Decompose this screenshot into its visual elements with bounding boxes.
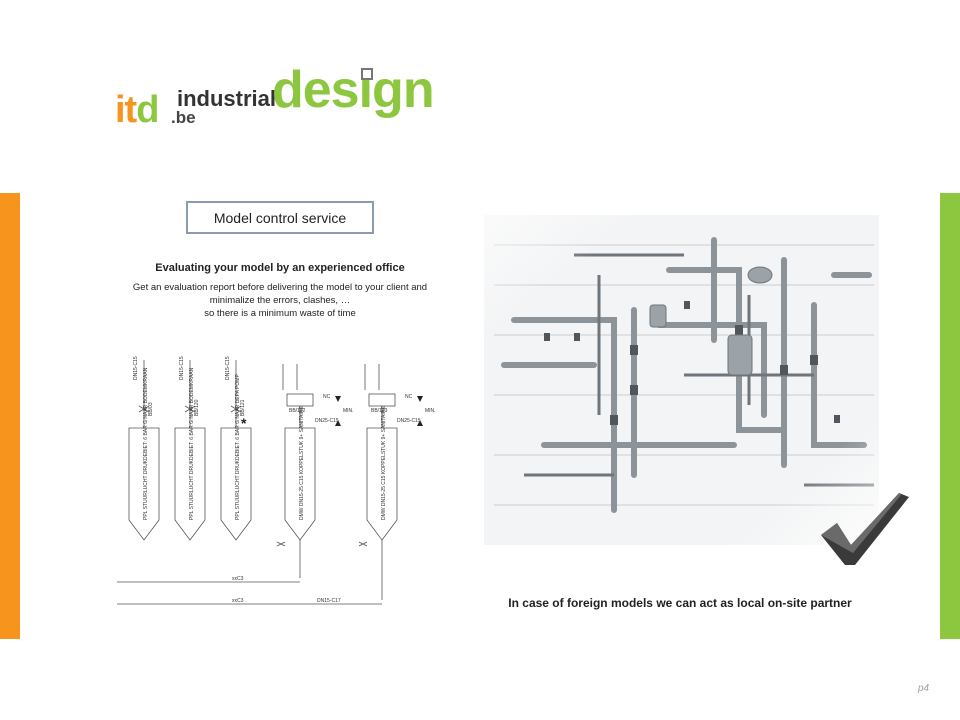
- description-line: Get an evaluation report before deliveri…: [132, 282, 428, 293]
- nc-label: NC: [323, 394, 331, 400]
- column-code: BB/121: [240, 399, 246, 416]
- column-text: PPL STUURLUCHT DRUKDEBIET: 6 BAR G NAAR …: [143, 367, 149, 520]
- min-label: MIN.: [425, 408, 436, 414]
- logo-design: design: [272, 61, 435, 119]
- bottom-line-label: DN15-C17: [317, 598, 341, 604]
- column-text: DMW DN15-25 C15 KOPPELSTUK 9+ SANITAIRE: [381, 406, 387, 520]
- column-tag: DN15-C15: [225, 356, 231, 380]
- column-code: BB/03: [148, 402, 154, 416]
- right-accent-bar: [940, 193, 960, 639]
- line-label: xxC3: [232, 598, 244, 604]
- page-number: p4: [918, 683, 930, 694]
- service-title: Model control service: [213, 209, 347, 226]
- description-line: so there is a minimum waste of time: [204, 308, 356, 319]
- column-tag: DN25-C15: [315, 418, 339, 424]
- column-tag: DN15-C15: [179, 356, 185, 380]
- logo-square-icon: [361, 68, 373, 80]
- piping-3d-render: [484, 215, 879, 545]
- column-code: BB/122: [289, 408, 306, 414]
- logo-itd: itd: [115, 89, 159, 131]
- partner-caption: In case of foreign models we can act as …: [508, 596, 852, 610]
- section-heading: Evaluating your model by an experienced …: [155, 262, 405, 274]
- company-logo: itd .be industrial design: [112, 61, 442, 134]
- star-marker: *: [241, 415, 247, 431]
- logo-domain: .be: [171, 108, 196, 127]
- column-code: BB/120: [194, 399, 200, 416]
- column-text: PPL STUURLUCHT DRUKDEBIET: 6 BAR G NAAR …: [189, 367, 195, 520]
- piping-schematic-diagram: DN15-C15 DN15-C15 DN15-C15 BB/03 BB/120 …: [117, 356, 436, 605]
- logo-industrial: industrial: [177, 86, 277, 111]
- section-description: Get an evaluation report before deliveri…: [96, 281, 464, 320]
- description-line: minimalize the errors, clashes, …: [209, 295, 351, 306]
- min-label: MIN.: [343, 408, 354, 414]
- column-code: BB/123: [371, 408, 388, 414]
- column-text: PPL STUURLUCHT DRUKDEBIET: 6 BAR G NAAR …: [235, 374, 241, 520]
- service-title-box: Model control service: [186, 201, 374, 234]
- line-label: xxC3: [232, 576, 244, 582]
- left-accent-bar: [0, 193, 20, 639]
- nc-label: NC: [405, 394, 413, 400]
- column-tag: DN25-C15: [397, 418, 421, 424]
- column-text: DMW DN15-25 C15 KOPPELSTUK 9+ SANITAIRE: [299, 406, 305, 520]
- checkmark-icon: [821, 493, 909, 565]
- column-tag: DN15-C15: [133, 356, 139, 380]
